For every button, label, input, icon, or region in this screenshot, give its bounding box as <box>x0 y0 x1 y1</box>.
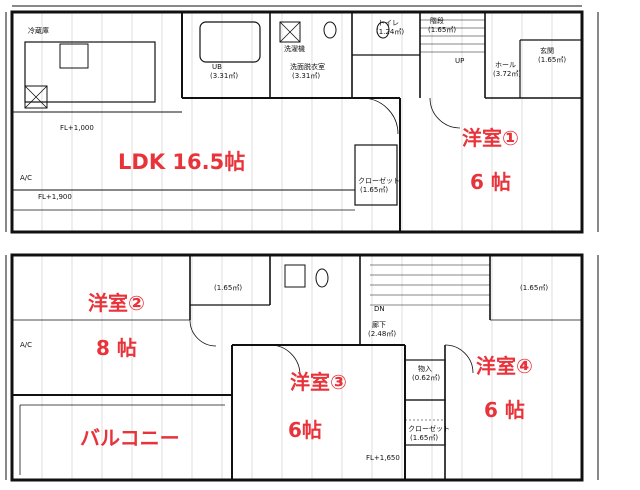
room-western3-label: 洋室③ <box>290 370 347 394</box>
room-western1-label: 洋室① <box>462 126 519 150</box>
fl2-label: FL+1,900 <box>38 193 72 201</box>
toilet-area: (1.24㎡) <box>376 28 405 36</box>
room-western4-size: 6 帖 <box>484 398 525 422</box>
lower-floor-walls <box>10 253 584 482</box>
entrance-label: 玄関 <box>540 47 554 55</box>
ac1-label: A/C <box>20 174 33 182</box>
fl1-label: FL+1,000 <box>60 124 94 132</box>
room-western1-size: 6 帖 <box>470 170 511 194</box>
washroom-label: 洗面脱衣室 <box>290 63 325 71</box>
toilet-label: トイレ <box>378 19 399 27</box>
stair-area: (1.65㎡) <box>428 26 457 34</box>
fridge-label: 冷蔵庫 <box>28 27 49 35</box>
washroom-area: (3.31㎡) <box>292 72 321 80</box>
room-western4-label: 洋室④ <box>476 354 533 378</box>
ub-label: UB <box>212 63 222 71</box>
ac2-label: A/C <box>20 341 33 349</box>
room-ldk-label: LDK 16.5帖 <box>118 150 246 174</box>
corridor-area: (2.48㎡) <box>368 330 397 338</box>
hall-label: ホール <box>495 61 516 69</box>
room-western2-label: 洋室② <box>88 291 145 315</box>
closet3-area: (1.65㎡) <box>520 284 549 292</box>
fl3-label: FL+1,650 <box>366 454 400 462</box>
dn-label: DN <box>374 305 385 313</box>
up-label: UP <box>455 57 465 65</box>
closet1-area: (1.65㎡) <box>360 186 389 194</box>
storage2-label: 物入 <box>418 365 432 373</box>
washer-label: 洗濯機 <box>284 45 305 53</box>
closet2-area: (1.65㎡) <box>214 284 243 292</box>
dimension-marks <box>5 5 599 480</box>
closet4-label: クローゼット <box>408 425 450 433</box>
storage2-area: (0.62㎡) <box>412 374 441 382</box>
corridor-label: 廊下 <box>372 321 386 329</box>
stair-label: 階段 <box>430 17 444 25</box>
entrance-area: (1.65㎡) <box>538 56 567 64</box>
room-western2-size: 8 帖 <box>96 336 137 360</box>
closet4-area: (1.65㎡) <box>410 434 439 442</box>
upper-floor-walls <box>10 10 584 234</box>
hall-area: (3.72㎡) <box>493 70 522 78</box>
ub-area: (3.31㎡) <box>210 72 239 80</box>
balcony-label: バルコニー <box>80 426 180 450</box>
closet1-label: クローゼット <box>358 177 400 185</box>
room-western3-size: 6帖 <box>288 418 322 442</box>
